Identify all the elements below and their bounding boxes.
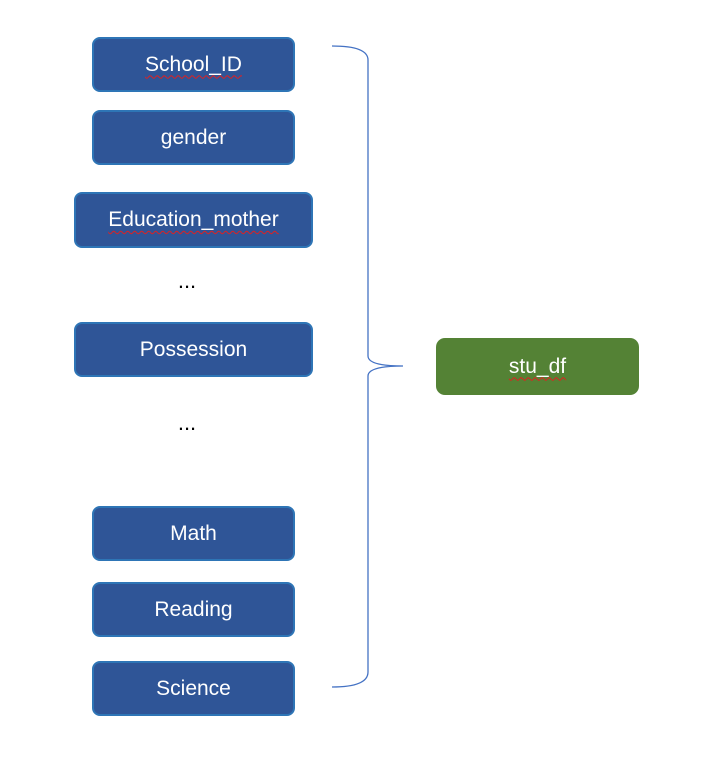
column-reading: Reading xyxy=(92,582,295,637)
column-gender: gender xyxy=(92,110,295,165)
column-math: Math xyxy=(92,506,295,561)
column-science: Science xyxy=(92,661,295,716)
column-possession: Possession xyxy=(74,322,313,377)
column-label: gender xyxy=(160,125,227,149)
column-education-mother: Education_mother xyxy=(74,192,313,248)
column-label: Possession xyxy=(139,337,248,361)
column-label: Math xyxy=(170,521,217,545)
column-label: Reading xyxy=(154,597,233,621)
column-label: School_ID xyxy=(145,52,242,76)
column-label: Science xyxy=(156,676,231,700)
column-label: Education_mother xyxy=(108,208,279,231)
target-dataframe-stu-df: stu_df xyxy=(436,338,639,395)
ellipsis: ... xyxy=(177,268,197,293)
ellipsis: ... xyxy=(177,410,197,435)
right-brace xyxy=(331,45,404,688)
target-label: stu_df xyxy=(508,354,567,378)
column-school-id: School_ID xyxy=(92,37,295,92)
